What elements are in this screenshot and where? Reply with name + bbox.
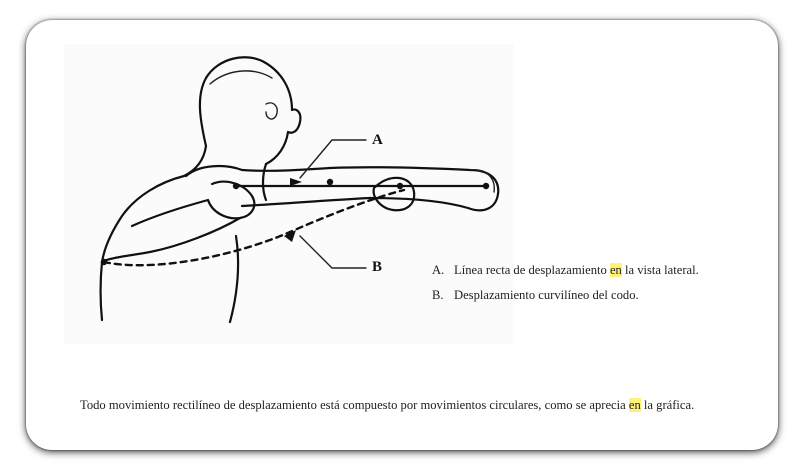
legend-text-a: Línea recta de desplazamiento en la vist…	[454, 262, 772, 279]
torso-right-outline	[230, 236, 238, 322]
path-point-end	[483, 183, 489, 189]
shoulder-socket-outline	[374, 178, 415, 210]
path-point-mid	[327, 179, 333, 185]
path-point-start	[233, 183, 239, 189]
legend-item-b: B. Desplazamiento curvilíneo del codo.	[432, 287, 772, 304]
chest-outline	[263, 164, 266, 200]
path-point-shoulder	[397, 183, 403, 189]
elbow-point	[101, 259, 107, 265]
legend-text-b: Desplazamiento curvilíneo del codo.	[454, 287, 772, 304]
label-b: B	[372, 259, 382, 276]
bent-forearm-outline	[132, 200, 208, 226]
legend-text-a-before: Línea recta de desplazamiento	[454, 263, 610, 277]
caption-highlight: en	[629, 398, 641, 412]
caption-after: la gráfica.	[641, 398, 695, 412]
hair-outline	[210, 71, 272, 84]
legend-text-a-highlight: en	[610, 263, 622, 277]
extended-arm-lower-outline	[242, 198, 370, 206]
ear-outline	[266, 103, 277, 119]
legend-key-a: A.	[432, 262, 454, 279]
fist-outline	[470, 170, 494, 192]
back-shoulder-outline	[102, 176, 184, 262]
arrow-a-head	[290, 178, 302, 186]
leader-line-b	[300, 236, 366, 268]
caption: Todo movimiento rectilíneo de desplazami…	[80, 396, 760, 415]
legend-text-a-after: la vista lateral.	[622, 263, 699, 277]
legend: A. Línea recta de desplazamiento en la v…	[432, 262, 772, 312]
label-a: A	[372, 132, 383, 149]
legend-key-b: B.	[432, 287, 454, 304]
legend-text-b-before: Desplazamiento curvilíneo del codo.	[454, 288, 639, 302]
legend-item-a: A. Línea recta de desplazamiento en la v…	[432, 262, 772, 279]
head-outline	[200, 57, 300, 164]
torso-left-outline	[101, 262, 103, 320]
bent-arm-outline	[208, 182, 254, 219]
caption-before: Todo movimiento rectilíneo de desplazami…	[80, 398, 629, 412]
leader-line-a	[300, 140, 366, 178]
